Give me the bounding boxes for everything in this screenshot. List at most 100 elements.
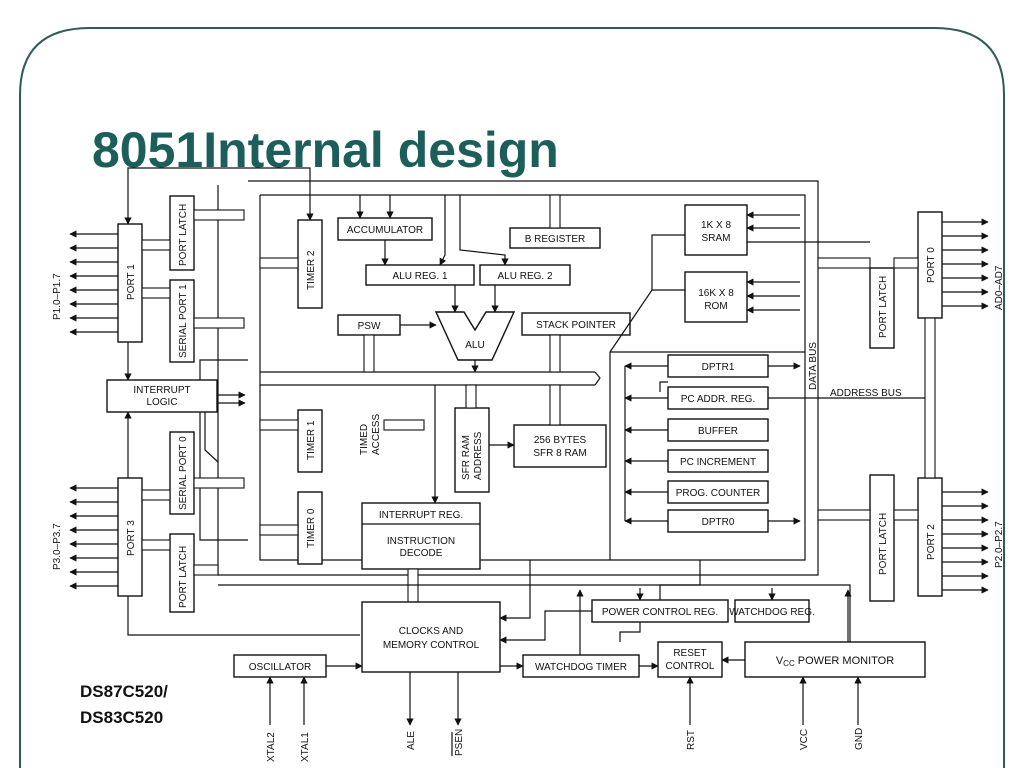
clocks-label-2: MEMORY CONTROL <box>383 640 480 651</box>
sram-label-1: 1K X 8 <box>701 220 731 231</box>
alu-reg-2-label: ALU REG. 2 <box>497 271 552 282</box>
vcc-power-monitor-block <box>744 641 926 678</box>
p1-pin-label: P1.0–P1.7 <box>52 273 63 320</box>
rom-block <box>684 271 748 323</box>
p2-pin-arrows <box>942 488 989 594</box>
alu-reg-1-label: ALU REG. 1 <box>392 271 447 282</box>
pc-increment-label: PC INCREMENT <box>680 457 756 468</box>
dptr0-label: DPTR0 <box>702 517 735 528</box>
stack-pointer-block <box>521 312 631 336</box>
instruction-decode-label-2: DECODE <box>400 548 443 559</box>
port3-block <box>117 477 143 597</box>
clocks-memory-control-block <box>361 601 501 673</box>
timer0-block <box>297 491 323 565</box>
gnd-pin-label: GND <box>854 728 865 750</box>
port2-label: PORT 2 <box>926 524 937 560</box>
watchdog-timer-label: WATCHDOG TIMER <box>535 662 627 673</box>
interrupt-reg-label: INTERRUPT REG. <box>379 510 463 521</box>
alu-label: ALU <box>465 340 484 351</box>
alu-reg-2-block <box>479 264 571 286</box>
timed-access-bus <box>383 419 425 431</box>
sfr-ram-bus <box>549 384 561 426</box>
serial-port-0-block <box>169 431 195 515</box>
timer1-block <box>297 409 323 473</box>
timer2-block <box>297 219 323 309</box>
sfr-ram-address-label-2: ADDRESS <box>473 431 484 480</box>
ad-pin-label: AD0–AD7 <box>994 265 1005 310</box>
port1-label: PORT 1 <box>126 264 137 300</box>
chip-name-line-1: DS87C520/ <box>80 682 168 701</box>
timer1-bus <box>259 419 299 431</box>
port-latch-3-block <box>169 533 195 613</box>
reset-control-block <box>657 641 723 678</box>
port-latch-1-block <box>169 195 195 271</box>
port3-label: PORT 3 <box>126 520 137 556</box>
vcc-power-monitor-label: VCC POWER MONITOR <box>776 655 894 668</box>
sfr-ram-label-2: SFR 8 RAM <box>533 448 586 459</box>
internal-bus <box>217 180 819 576</box>
p2-pin-label: P2.0–P2.7 <box>994 521 1005 568</box>
data-bus-label: DATA BUS <box>808 342 819 390</box>
memory-wiring <box>609 211 870 353</box>
psen-pin-label: PSEN <box>454 729 465 756</box>
prog-counter-label: PROG. COUNTER <box>676 488 760 499</box>
rom-label-2: ROM <box>704 301 727 312</box>
rom-label-1: 16K X 8 <box>698 288 734 299</box>
sfr-address-bus <box>465 384 477 409</box>
left-wiring <box>124 167 360 636</box>
port0-label: PORT 0 <box>926 247 937 283</box>
xtal2-pin-label: XTAL2 <box>266 732 277 762</box>
timed-access-label-1: TIMED <box>359 424 370 455</box>
interrupt-logic-label-1: INTERRUPT <box>133 385 190 396</box>
ad-pin-arrows <box>942 218 989 310</box>
interrupt-logic-label-2: LOGIC <box>146 397 177 408</box>
p3-pin-arrows <box>69 484 118 590</box>
address-bus-label: ADDRESS BUS <box>830 388 902 399</box>
interrupt-logic-block <box>106 379 218 413</box>
p3-pin-label: P3.0–P3.7 <box>52 523 63 570</box>
vcc-pin-label: VCC <box>799 729 810 750</box>
bottom-wiring <box>218 560 862 726</box>
port-latch-2-block <box>869 474 895 602</box>
sfr-ram-address-label-1: SFR RAM <box>461 435 472 480</box>
b-register-label: B REGISTER <box>525 234 586 245</box>
reset-control-label-1: RESET <box>673 648 706 659</box>
watchdog-reg-label: WATCHDOG REG. <box>729 607 815 618</box>
psw-label: PSW <box>358 321 381 332</box>
instruction-decode-block <box>361 502 481 570</box>
sfr-ram-block <box>513 424 607 468</box>
stack-pointer-label: STACK POINTER <box>536 320 616 331</box>
timer0-bus <box>259 524 299 536</box>
port-latch-3-label: PORT LATCH <box>178 546 189 608</box>
serial-port-1-label: SERIAL PORT 1 <box>178 284 189 358</box>
ale-pin-label: ALE <box>406 731 417 750</box>
alu-reg-1-block <box>365 264 475 286</box>
sfr-ram-label-1: 256 BYTES <box>534 435 587 446</box>
instruction-decode-label-1: INSTRUCTION <box>387 536 455 547</box>
rst-pin-label: RST <box>686 730 697 750</box>
alu-wiring <box>356 194 561 373</box>
reset-control-label-2: CONTROL <box>666 661 715 672</box>
register-wiring <box>624 362 925 525</box>
port-latch-2-label: PORT LATCH <box>878 513 889 575</box>
oscillator-label: OSCILLATOR <box>249 662 311 673</box>
right-port-buses <box>817 257 936 521</box>
buffer-label: BUFFER <box>698 426 738 437</box>
chip-name-line-2: DS83C520 <box>80 708 163 727</box>
accumulator-label: ACCUMULATOR <box>347 225 423 236</box>
dptr1-label: DPTR1 <box>702 362 735 373</box>
timer2-bus <box>259 257 299 269</box>
power-control-reg-label: POWER CONTROL REG. <box>602 607 718 618</box>
port1-block <box>117 223 143 343</box>
timer1-label: TIMER 1 <box>306 420 317 460</box>
vcc-v: V <box>776 655 784 667</box>
timer2-label: TIMER 2 <box>306 250 317 290</box>
port-latch-1-label: PORT LATCH <box>178 204 189 266</box>
p1-pin-arrows <box>69 230 118 336</box>
xtal1-pin-label: XTAL1 <box>300 732 311 762</box>
port-bus-arrows <box>141 209 245 576</box>
pc-addr-reg-label: PC ADDR. REG. <box>681 394 755 405</box>
clocks-label-1: CLOCKS AND <box>399 626 463 637</box>
